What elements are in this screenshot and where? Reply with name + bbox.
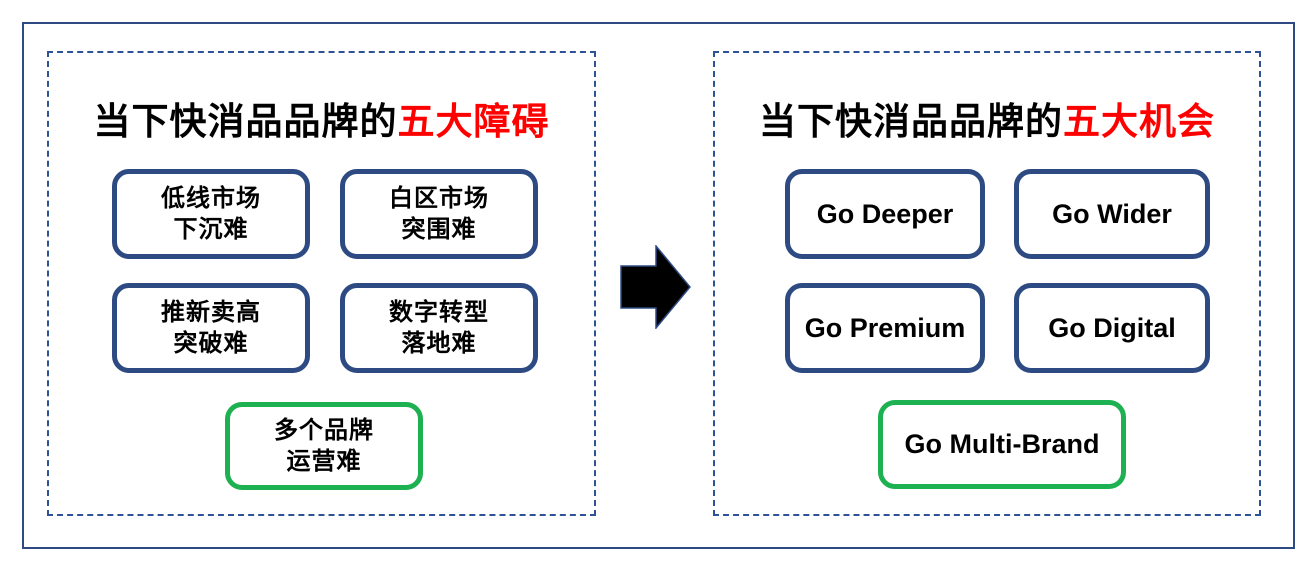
obstacle-box-white-space-market: 白区市场 突围难 [340,169,538,259]
opportunities-title-highlight: 五大机会 [1063,101,1215,142]
opportunity-box-go-wider: Go Wider [1014,169,1210,259]
opportunity-box-go-deeper: Go Deeper [785,169,985,259]
opportunities-title-prefix: 当下快消品品牌的 [759,101,1063,142]
obstacle-box-line: 多个品牌 [274,416,374,444]
obstacle-box-line: 突围难 [401,216,477,243]
obstacle-box-line: 推新卖高 [161,298,261,326]
obstacle-box-line: 落地难 [401,330,477,357]
opportunity-box-label: Go Wider [1052,198,1172,229]
obstacles-panel-title: 当下快消品品牌的五大障碍 [49,91,594,145]
opportunity-box-label: Go Multi-Brand [904,429,1100,460]
opportunity-box-label: Go Digital [1048,312,1176,343]
opportunity-box-go-digital: Go Digital [1014,283,1210,373]
right-arrow-icon [620,243,692,331]
obstacle-box-line: 数字转型 [389,298,489,326]
obstacle-box-line: 下沉难 [173,216,249,243]
obstacle-box-line: 白区市场 [389,184,489,212]
opportunity-box-label: Go Deeper [816,198,954,229]
opportunities-panel-title: 当下快消品品牌的五大机会 [715,91,1259,145]
obstacle-box-line: 低线市场 [161,184,261,212]
obstacle-box-line: 突破难 [173,330,249,357]
obstacle-box-digital-transformation: 数字转型 落地难 [340,283,538,373]
obstacle-box-multi-brand-operation: 多个品牌 运营难 [225,402,423,490]
opportunities-panel: 当下快消品品牌的五大机会 Go Deeper Go Wider Go Premi… [713,51,1261,516]
obstacles-title-highlight: 五大障碍 [397,101,550,142]
opportunity-box-label: Go Premium [804,312,966,343]
obstacle-box-low-tier-market: 低线市场 下沉难 [112,169,310,259]
obstacles-title-prefix: 当下快消品品牌的 [93,101,398,142]
obstacles-panel: 当下快消品品牌的五大障碍 低线市场 下沉难 白区市场 突围难 推新卖高 突破难 … [47,51,596,516]
opportunity-box-go-premium: Go Premium [785,283,985,373]
obstacle-box-line: 运营难 [286,448,362,475]
obstacle-box-new-premium-products: 推新卖高 突破难 [112,283,310,373]
opportunity-box-go-multi-brand: Go Multi-Brand [878,400,1126,489]
